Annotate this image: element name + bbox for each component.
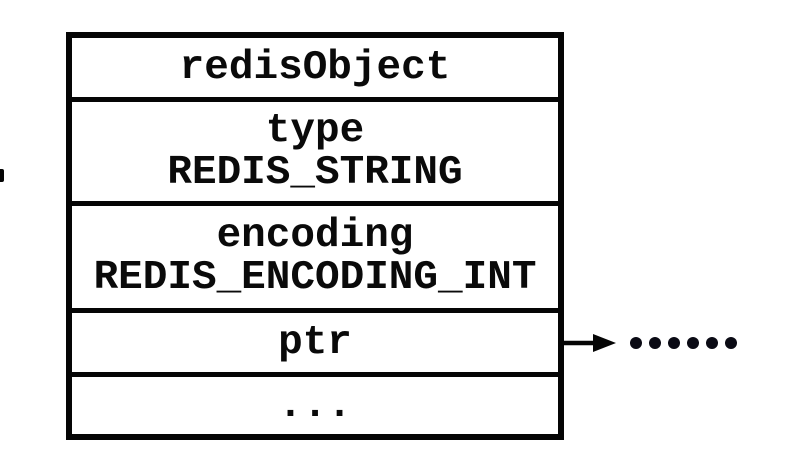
dot: [668, 337, 680, 349]
field-name-type: type: [265, 107, 365, 154]
struct-title: redisObject: [179, 44, 451, 91]
field-name-encoding: encoding: [216, 213, 414, 259]
struct-row-ptr: ptr: [72, 313, 558, 377]
dot: [725, 337, 737, 349]
pointer-arrow-icon: [560, 334, 616, 352]
scan-artifact: [0, 169, 4, 182]
struct-row-type: type REDIS_STRING: [72, 102, 558, 206]
dot: [687, 337, 699, 349]
ellipsis-fields: ...: [278, 382, 352, 429]
pointer-target-dots: [630, 337, 737, 349]
redis-object-struct-box: redisObject type REDIS_STRING encoding R…: [66, 32, 564, 440]
dot: [706, 337, 718, 349]
field-name-ptr: ptr: [278, 319, 352, 366]
struct-row-header: redisObject: [72, 38, 558, 102]
struct-row-more: ...: [72, 377, 558, 434]
dot: [630, 337, 642, 349]
dot: [649, 337, 661, 349]
field-value-type: REDIS_STRING: [167, 149, 463, 196]
struct-row-encoding: encoding REDIS_ENCODING_INT: [72, 206, 558, 313]
field-value-encoding: REDIS_ENCODING_INT: [93, 255, 537, 301]
